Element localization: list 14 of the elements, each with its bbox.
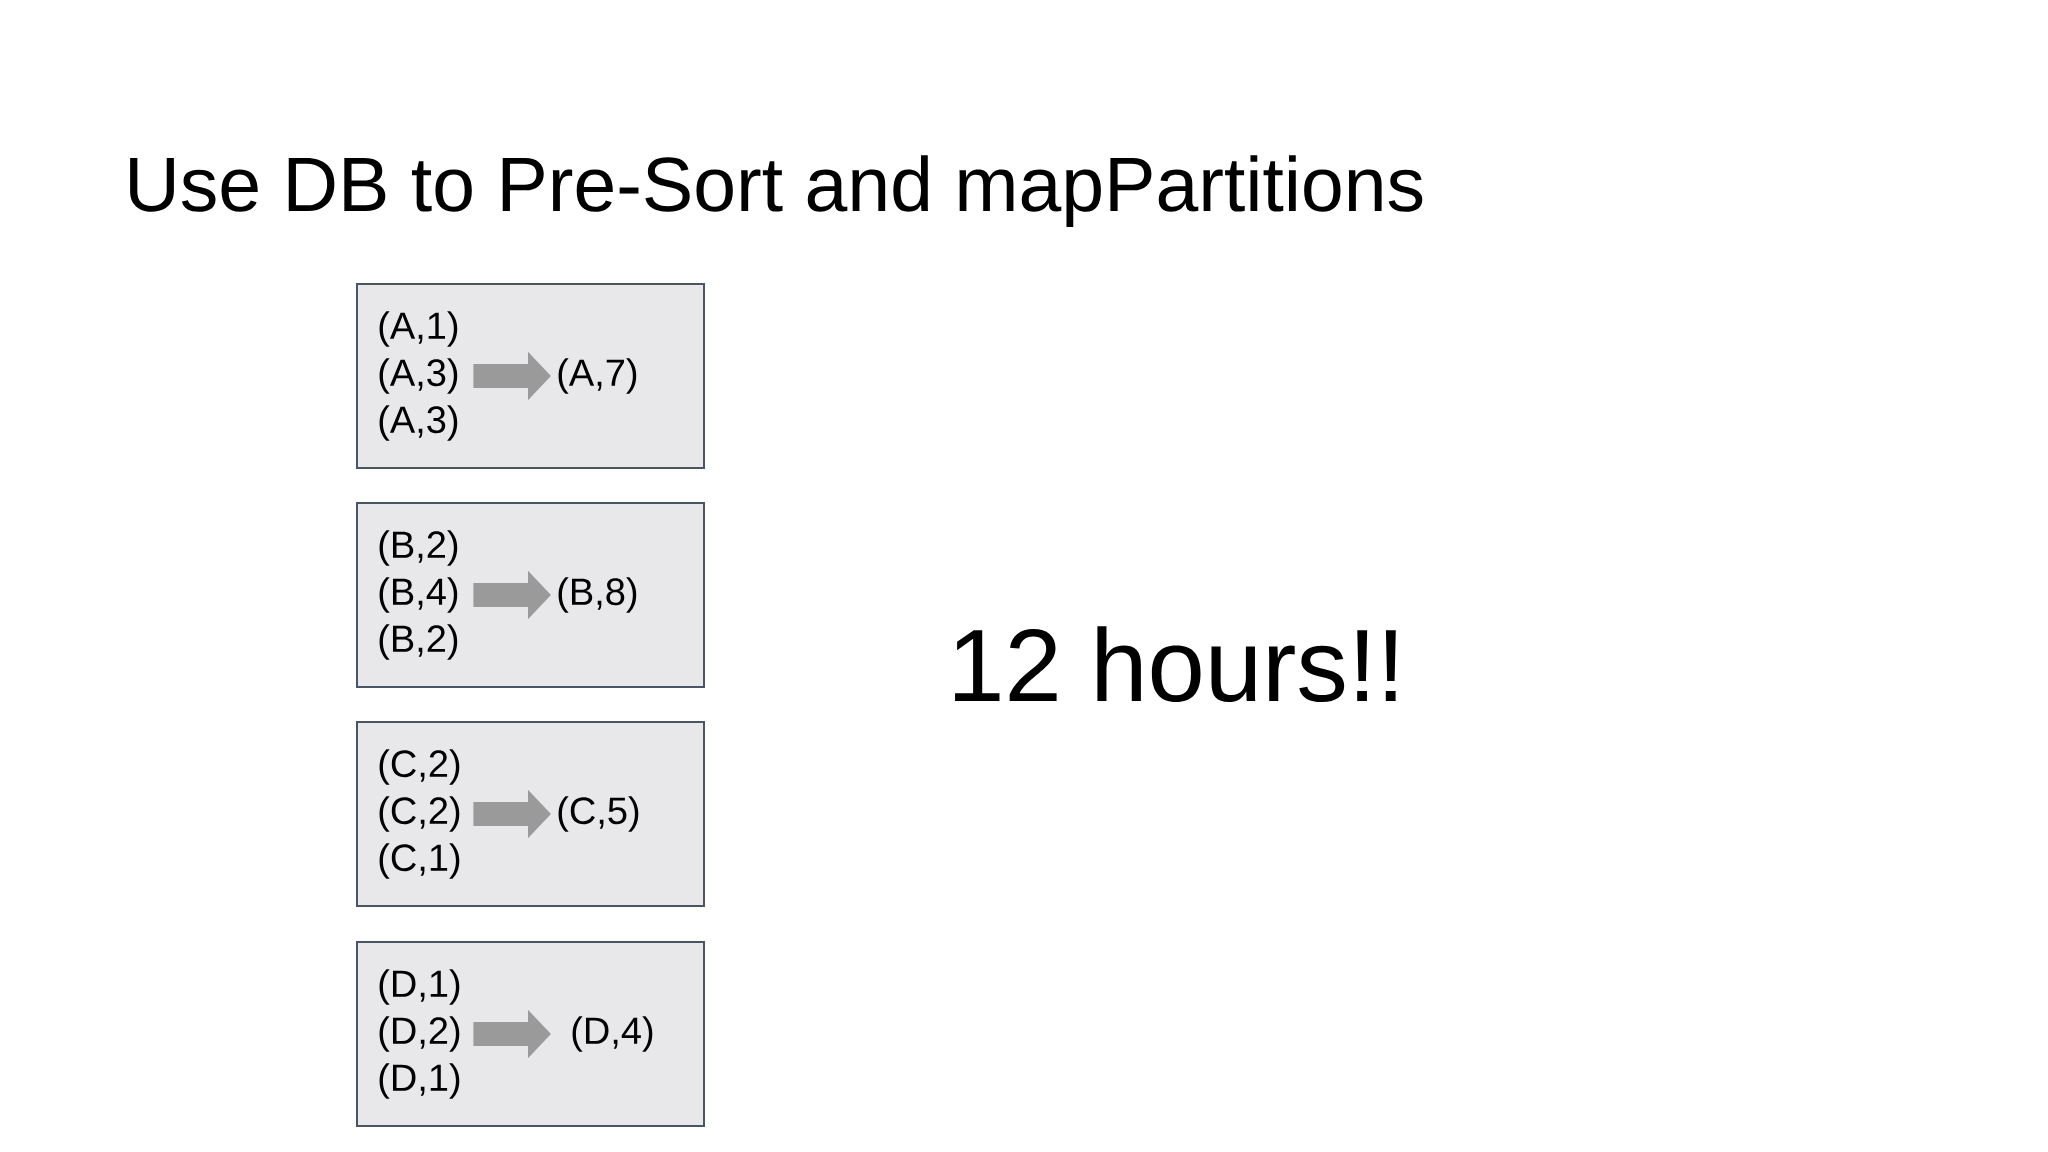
value-list: (B,2) (B,4) (B,2) (379, 530, 458, 660)
panel-box (356, 502, 705, 688)
result-text: (D,4) (572, 1016, 653, 1052)
title: Use DB to Pre-Sort and mapPartitions (130, 155, 1423, 227)
value-list: (D,1) (D,2) (D,1) (379, 969, 460, 1099)
result-text: (A,7) (558, 358, 637, 394)
panel-box (356, 941, 705, 1127)
value-list: (A,1) (A,3) (A,3) (379, 311, 458, 441)
value-list: (C,2) (C,2) (C,1) (379, 749, 460, 879)
result-text: (B,8) (558, 577, 637, 613)
panel-box (356, 283, 705, 469)
panel-box (356, 721, 705, 907)
result-text: (C,5) (558, 796, 639, 832)
annotation-text: 12 hours!! (955, 626, 1396, 702)
